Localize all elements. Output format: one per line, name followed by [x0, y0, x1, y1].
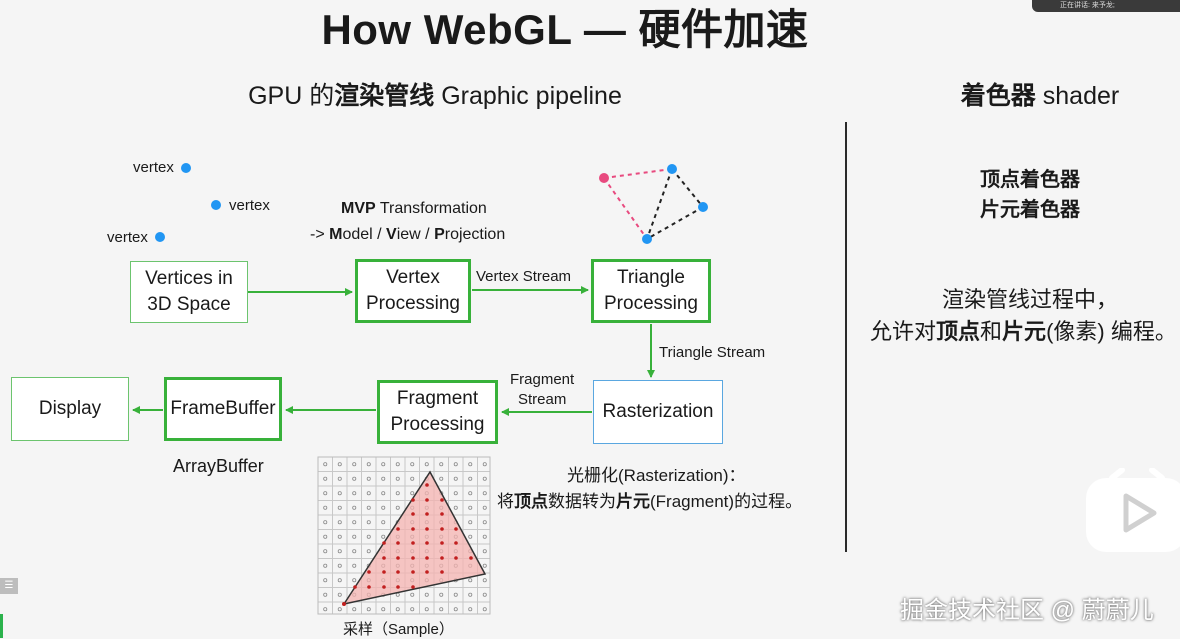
watermark: 掘金技术社区 @ 蔚蔚儿 [900, 597, 1154, 624]
shader-desc-line1: 渲染管线过程中， [941, 287, 1118, 312]
node-vertex-processing: Vertex Processing [355, 259, 471, 323]
vertex-label: vertex [229, 197, 270, 214]
primitive-vertex [698, 202, 708, 212]
node-triangle-processing: Triangle Processing [591, 259, 711, 323]
primitive-vertex [667, 164, 677, 174]
pipeline-heading: GPU 的渲染管线 Graphic pipeline [248, 82, 622, 110]
node-framebuffer: FrameBuffer [164, 377, 282, 441]
edge-label-triangle-stream: Triangle Stream [659, 344, 766, 361]
edge-label-stream: Stream [518, 391, 567, 408]
shader-desc-line2: 允许对顶点和片元(像素) 编程。 [870, 319, 1177, 344]
raster-note-line2: 将顶点数据转为片元(Fragment)的过程。 [497, 492, 803, 511]
primitive-pink-vertex [599, 173, 609, 183]
sample-caption: 采样（Sample） [343, 621, 454, 638]
mvp-annotation: MVP Transformation [341, 200, 487, 217]
menu-icon[interactable]: ☰ [0, 578, 18, 594]
edge-label-fragment: Fragment [510, 371, 575, 388]
node-rasterization: Rasterization [593, 380, 723, 444]
vertex-dot [155, 232, 165, 242]
fragment-shader-label: 片元着色器 [980, 199, 1080, 221]
section-divider [845, 122, 847, 552]
vertex-label: vertex [107, 229, 148, 246]
vertex-dot [211, 200, 221, 210]
raster-note-line1: 光栅化(Rasterization)： [567, 466, 746, 485]
arraybuffer-label: ArrayBuffer [173, 456, 264, 476]
node-vertices-3d: Vertices in 3D Space [130, 261, 248, 323]
vertex-dot [181, 163, 191, 173]
vertex-label: vertex [133, 159, 174, 176]
node-fragment-processing: Fragment Processing [377, 380, 498, 444]
rasterized-triangle [342, 470, 487, 606]
slide-title: How WebGL — 硬件加速 [321, 6, 809, 53]
speaker-bar: 正在讲话: 来予龙; [1032, 0, 1180, 12]
vertex-shader-label: 顶点着色器 [980, 169, 1080, 191]
status-indicator [0, 614, 3, 638]
node-display: Display [11, 377, 129, 441]
shader-heading: 着色器 shader [960, 82, 1120, 110]
primitive-vertex [642, 234, 652, 244]
play-icon[interactable] [1082, 468, 1180, 552]
mvp-expansion: -> Model / View / Projection [310, 226, 506, 243]
edge-label-vertex-stream: Vertex Stream [476, 268, 572, 285]
